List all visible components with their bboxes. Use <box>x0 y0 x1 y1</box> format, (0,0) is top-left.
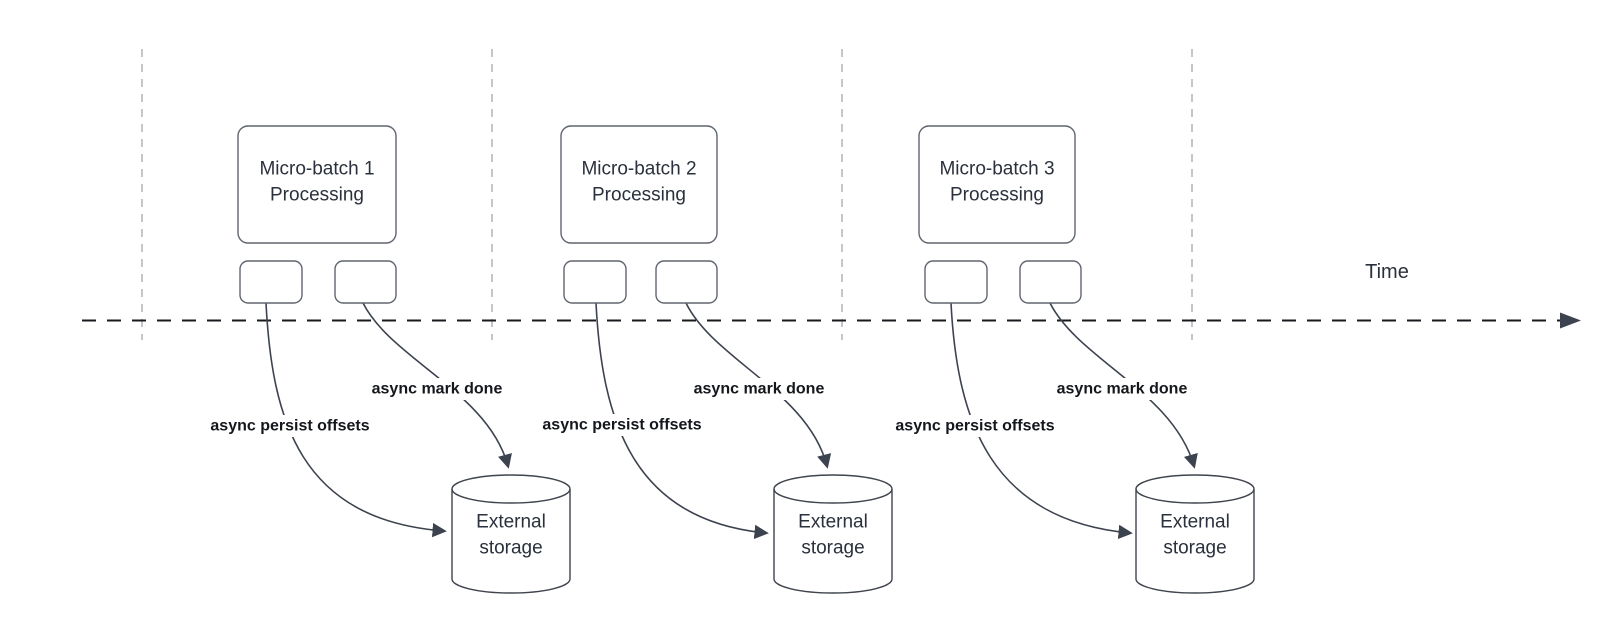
micro-batch-1-title-line2: Processing <box>270 185 364 206</box>
external-storage-label-2-line2: storage <box>801 538 864 559</box>
batch-3-group: Micro-batch 3 Processing async persist o… <box>884 125 1255 594</box>
batch-1-group: Micro-batch 1 Processing async persist o… <box>199 125 571 594</box>
micro-batch-3-title-line1: Micro-batch 3 <box>939 159 1054 180</box>
mark-done-label-2: async mark done <box>694 381 825 398</box>
external-storage-label-1-line1: External <box>476 512 546 533</box>
persist-offsets-label-3: async persist offsets <box>895 418 1054 435</box>
external-storage-label-2-line1: External <box>798 512 868 533</box>
persist-offsets-arrow-1 <box>265 302 447 538</box>
mark-done-task-box-2 <box>655 260 718 304</box>
mark-done-label-bg-1 <box>362 378 512 400</box>
micro-batch-2-title-line2: Processing <box>592 185 686 206</box>
persist-offsets-arrow-2 <box>595 302 769 540</box>
external-storage-cylinder-2 <box>773 474 893 594</box>
persist-offsets-label-bg-2 <box>531 414 713 436</box>
persist-offsets-label-1: async persist offsets <box>210 418 369 435</box>
time-axis-arrowhead-icon <box>1560 312 1581 329</box>
persist-offsets-label-2: async persist offsets <box>542 417 701 434</box>
micro-batch-1-title-line1: Micro-batch 1 <box>259 159 374 180</box>
micro-batch-3-box <box>918 125 1076 244</box>
mark-done-label-bg-3 <box>1047 378 1197 400</box>
mark-done-task-box-1 <box>334 260 397 304</box>
mark-done-label-bg-2 <box>684 378 834 400</box>
persist-offsets-label-bg-3 <box>884 415 1066 437</box>
persist-offsets-task-box-1 <box>239 260 303 304</box>
external-storage-label-1-line2: storage <box>479 538 542 559</box>
mark-done-label-3: async mark done <box>1057 381 1188 398</box>
external-storage-cylinder-3-lid <box>1135 488 1255 504</box>
persist-offsets-arrow-3 <box>950 302 1133 540</box>
micro-batch-3-title-line2: Processing <box>950 185 1044 206</box>
persist-offsets-task-box-2 <box>563 260 627 304</box>
external-storage-cylinder-3 <box>1135 474 1255 594</box>
persist-offsets-task-box-3 <box>924 260 988 304</box>
external-storage-cylinder-1 <box>451 474 571 594</box>
mark-done-label-1: async mark done <box>372 381 503 398</box>
external-storage-label-3-line2: storage <box>1163 538 1226 559</box>
batch-2-group: Micro-batch 2 Processing async persist o… <box>531 125 893 594</box>
micro-batch-1-box <box>237 125 397 244</box>
micro-batch-2-title-line1: Micro-batch 2 <box>581 159 696 180</box>
external-storage-label-3-line1: External <box>1160 512 1230 533</box>
mark-done-task-box-3 <box>1019 260 1082 304</box>
external-storage-cylinder-1-lid <box>451 488 571 504</box>
persist-offsets-label-bg-1 <box>199 415 381 437</box>
external-storage-cylinder-2-lid <box>773 488 893 504</box>
micro-batch-2-box <box>560 125 718 244</box>
time-axis-label: Time <box>1365 261 1409 283</box>
